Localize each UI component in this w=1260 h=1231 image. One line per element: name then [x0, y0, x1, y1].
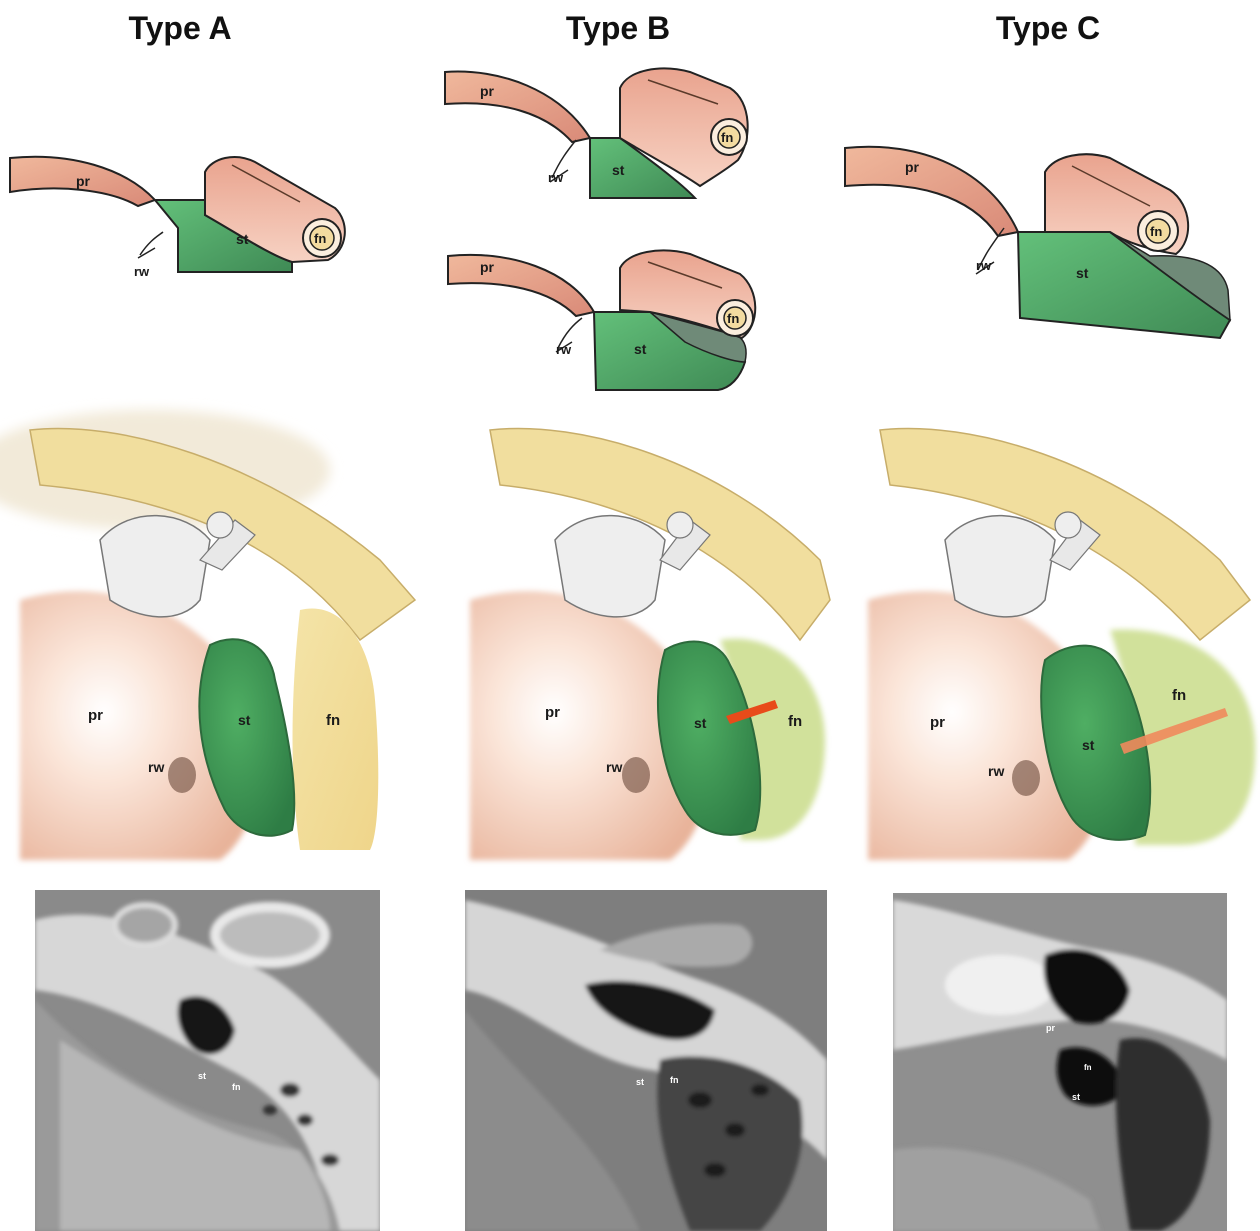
schematic-type-b-lower: pr st fn rw [448, 250, 755, 390]
promontory-shape [845, 147, 1018, 236]
label-rw: rw [548, 170, 564, 185]
label-st: st [236, 231, 249, 247]
label-rw: rw [988, 763, 1004, 779]
label-st: st [238, 712, 251, 728]
ct-scan-type-c: pr st fn [893, 893, 1227, 1231]
label-rw: rw [134, 264, 150, 279]
label-rw: rw [148, 759, 164, 775]
label-fn: fn [326, 712, 340, 729]
promontory-shape [448, 255, 594, 316]
promontory-shape [445, 72, 590, 142]
round-window-niche-icon [138, 232, 163, 258]
label-fn: fn [232, 1082, 241, 1092]
stapes-footplate [555, 516, 665, 617]
label-st: st [636, 1077, 644, 1087]
label-st: st [694, 715, 707, 731]
stapes-footplate [945, 516, 1055, 617]
label-rw: rw [556, 342, 572, 357]
label-fn: fn [314, 231, 326, 246]
schematic-type-c: pr st fn rw [845, 147, 1230, 338]
label-fn: fn [727, 311, 739, 326]
label-fn: fn [721, 130, 733, 145]
label-fn: fn [1150, 224, 1162, 239]
round-window-icon [168, 757, 196, 793]
label-st: st [198, 1071, 206, 1081]
label-st: st [1072, 1092, 1080, 1102]
label-pr: pr [480, 83, 495, 99]
label-pr: pr [905, 159, 920, 175]
label-st: st [612, 162, 625, 178]
schematic-type-b-upper: pr st fn rw [445, 69, 748, 198]
label-fn: fn [1172, 687, 1186, 704]
round-window-icon [1012, 760, 1040, 796]
ct-scan-type-b: st fn [465, 890, 827, 1231]
label-pr: pr [1046, 1023, 1055, 1033]
label-st: st [634, 341, 647, 357]
label-pr: pr [88, 707, 103, 724]
round-window-icon [622, 757, 650, 793]
label-fn: fn [788, 713, 802, 730]
label-pr: pr [480, 259, 495, 275]
illustration-type-b: pr rw st fn [465, 420, 830, 880]
label-rw: rw [606, 759, 622, 775]
label-fn: fn [670, 1075, 679, 1085]
stapes-footplate [100, 516, 210, 617]
label-pr: pr [76, 173, 91, 189]
label-pr: pr [930, 714, 945, 731]
schematic-type-a: pr st fn rw [10, 155, 345, 279]
illustration-type-c: pr rw st fn [865, 420, 1260, 880]
label-st: st [1076, 265, 1089, 281]
label-rw: rw [976, 258, 992, 273]
illustration-type-a: pr rw st fn [0, 410, 420, 880]
ct-scan-type-a: st fn [35, 890, 380, 1231]
label-pr: pr [545, 704, 560, 721]
label-st: st [1082, 737, 1095, 753]
label-fn: fn [1084, 1063, 1092, 1072]
